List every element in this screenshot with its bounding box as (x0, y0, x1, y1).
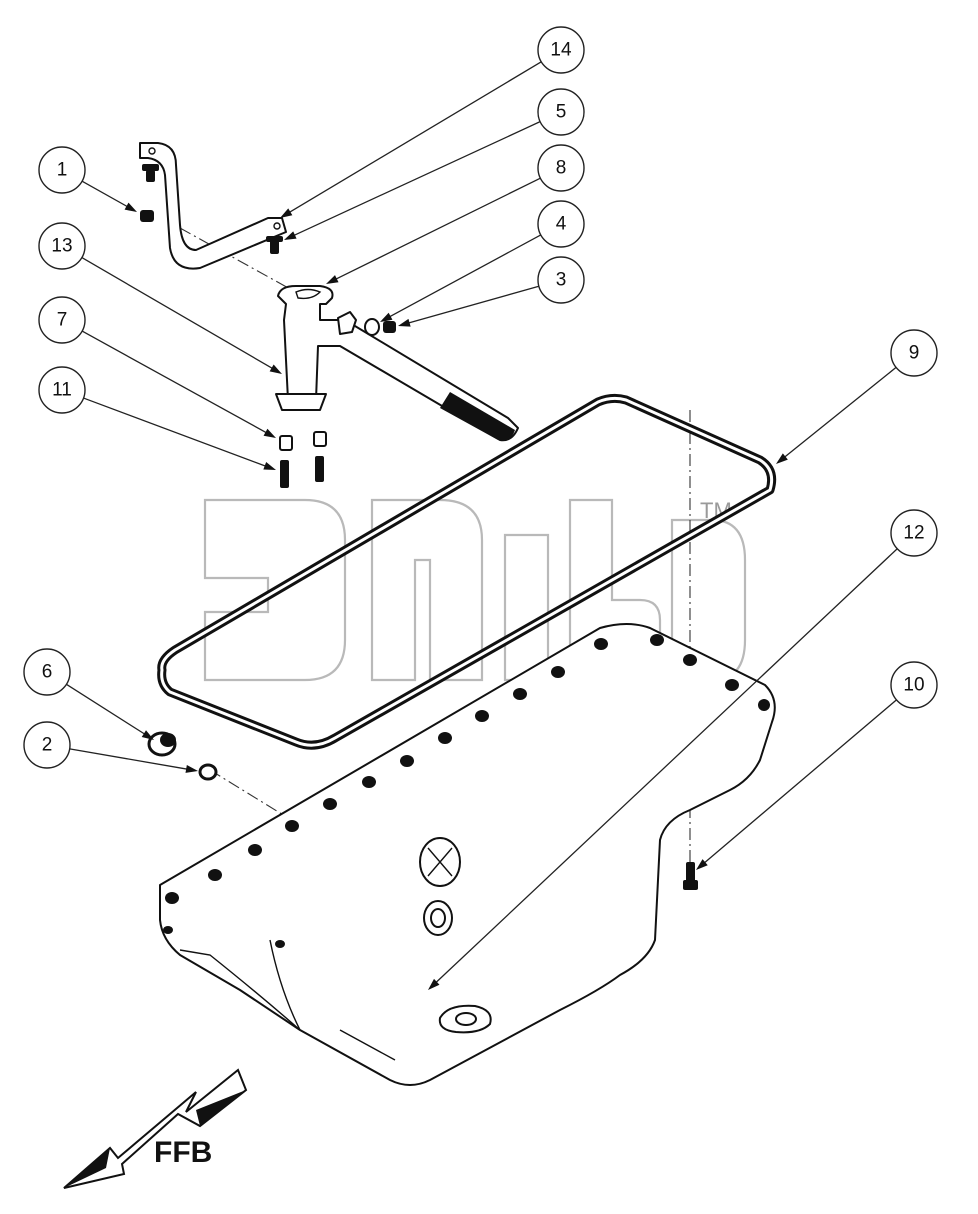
callout-circle (38, 366, 86, 414)
leader-line (81, 257, 274, 370)
leader-line (334, 177, 541, 281)
leader-line (292, 121, 541, 237)
direction-arrow-icon (63, 1068, 248, 1189)
bolt-top-bracket (142, 164, 159, 182)
bolt-item-11b (315, 456, 324, 482)
leader-line (388, 234, 542, 318)
callout-7: 7 (38, 296, 276, 438)
callout-10: 10 (696, 661, 938, 870)
callout-1: 1 (38, 146, 137, 212)
bolt-item-10 (683, 862, 698, 890)
bolt-item-5 (266, 236, 283, 254)
hardware-bolts (140, 164, 698, 890)
callout-circle (38, 146, 86, 194)
callout-2: 2 (23, 721, 198, 773)
callout-circle (23, 648, 71, 696)
callout-12: 12 (428, 509, 938, 990)
callout-number: 8 (556, 158, 567, 179)
gasket-part (157, 393, 777, 750)
callout-circle (38, 222, 86, 270)
leader-line (407, 285, 540, 324)
callout-circle (537, 256, 585, 304)
callout-number: 2 (42, 735, 53, 756)
seal-ring-item-2 (198, 763, 218, 781)
direction-indicator: FFB (63, 1068, 248, 1189)
callout-circle (38, 296, 86, 344)
callout-number: 7 (57, 310, 68, 331)
callout-number: 14 (550, 40, 572, 61)
callout-5: 5 (284, 88, 585, 240)
callout-number: 5 (556, 102, 567, 123)
callout-circle (537, 200, 585, 248)
bolt-item-11a (280, 460, 289, 488)
callout-13: 13 (38, 222, 282, 374)
leader-arrow-icon (428, 978, 440, 990)
callout-number: 4 (556, 214, 567, 235)
leader-arrow-icon (124, 202, 137, 212)
leader-arrow-icon (398, 318, 411, 327)
callout-number: 3 (556, 270, 567, 291)
leader-arrow-icon (141, 730, 154, 740)
leader-line (434, 548, 898, 984)
bracket-part (139, 142, 287, 270)
plug-item-6 (147, 731, 177, 757)
callout-number: 12 (903, 523, 924, 544)
pickup-tube-part (275, 285, 519, 442)
leader-arrow-icon (263, 462, 276, 470)
callout-number: 1 (57, 160, 68, 181)
leader-line (81, 180, 129, 208)
callout-9: 9 (776, 329, 938, 464)
washer-item-4 (364, 318, 380, 336)
leader-arrow-icon (284, 231, 297, 240)
direction-label: FFB (154, 1136, 212, 1169)
leader-line (66, 683, 146, 736)
leader-line (783, 366, 897, 459)
callout-circle (23, 721, 71, 769)
callout-number: 9 (909, 343, 920, 364)
callout-circle (890, 509, 938, 557)
callout-4: 4 (380, 200, 585, 322)
callout-circle (890, 329, 938, 377)
nut-item-1 (140, 210, 154, 222)
leader-arrow-icon (263, 428, 276, 438)
leader-arrow-icon (380, 312, 393, 322)
callout-3: 3 (398, 256, 585, 327)
callout-number: 10 (903, 675, 924, 696)
callout-14: 14 (280, 26, 585, 218)
callout-number: 13 (51, 236, 72, 257)
nut-item-3 (383, 321, 396, 333)
leader-line (288, 61, 542, 214)
spacer-item-7a (279, 435, 293, 451)
leader-arrow-icon (776, 453, 788, 464)
callout-number: 6 (42, 662, 53, 683)
leader-line (69, 748, 189, 770)
callout-circle (537, 88, 585, 136)
leader-line (703, 699, 897, 865)
callout-number: 11 (52, 380, 72, 401)
oil-pan-part (159, 623, 776, 1086)
spacer-item-7b (313, 431, 327, 447)
leader-line (81, 330, 268, 434)
callout-circle (890, 661, 938, 709)
leader-line (83, 397, 267, 468)
callout-circle (537, 144, 585, 192)
flange-bolt-holes (163, 634, 770, 948)
callout-circle (537, 26, 585, 74)
callout-8: 8 (326, 144, 585, 284)
callout-11: 11 (38, 366, 276, 470)
leader-arrow-icon (269, 364, 282, 374)
leader-arrow-icon (280, 208, 293, 218)
leader-arrow-icon (696, 859, 708, 870)
leader-arrow-icon (326, 275, 339, 284)
callout-6: 6 (23, 648, 154, 740)
leader-arrow-icon (185, 765, 198, 773)
